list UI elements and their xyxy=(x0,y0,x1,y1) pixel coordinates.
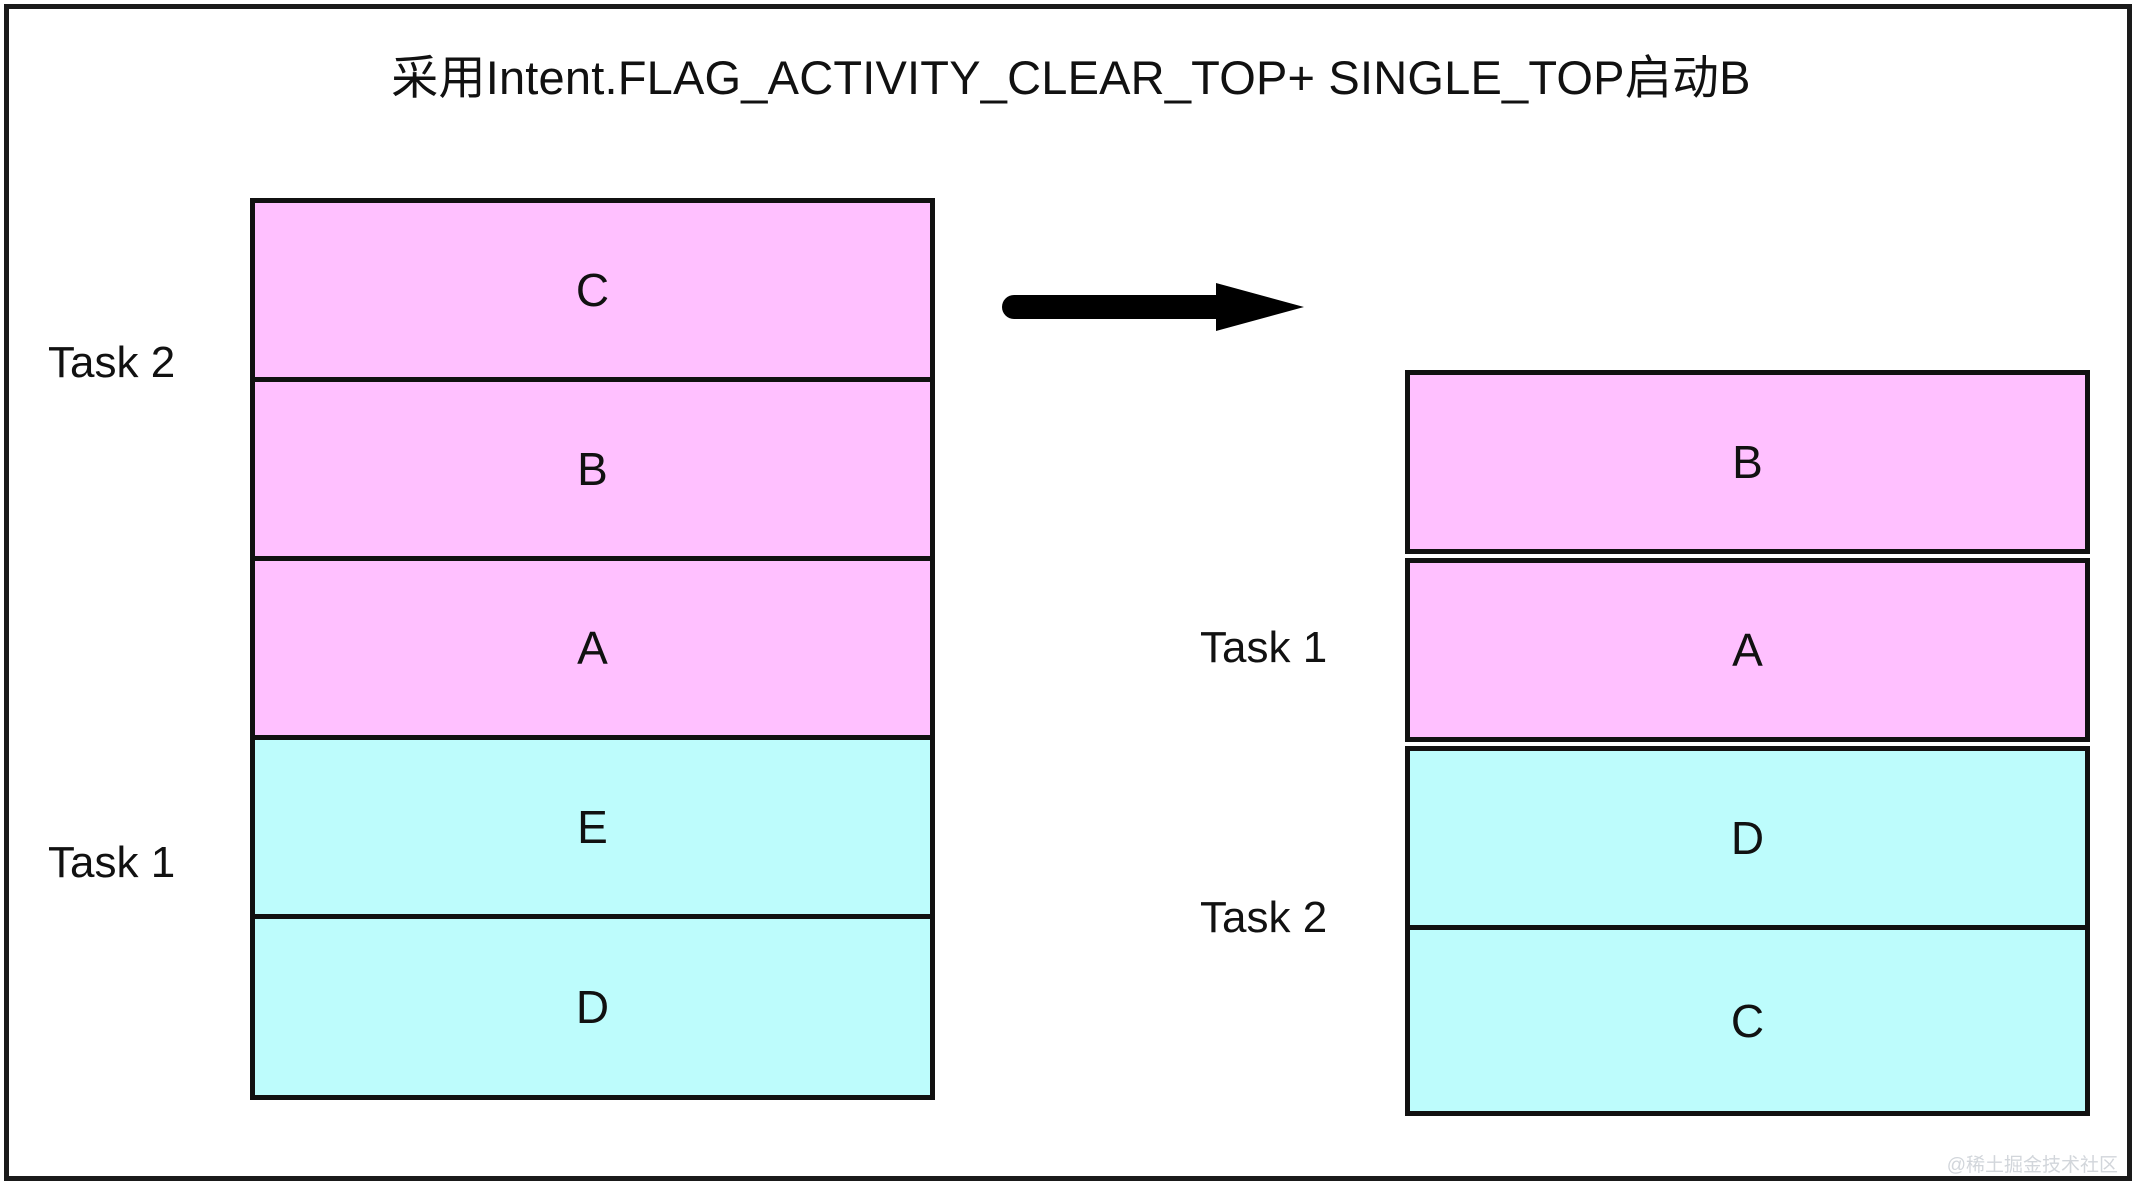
after-cell-c: C xyxy=(1405,925,2090,1116)
transition-arrow-container xyxy=(1000,282,1305,332)
before-state-stack: C B A E D xyxy=(250,198,935,1116)
after-cell-d: D xyxy=(1405,746,2090,930)
before-cell-a: A xyxy=(250,556,935,740)
before-cell-c: C xyxy=(250,198,935,382)
before-cell-d: D xyxy=(250,914,935,1100)
after-task-label-task-2: Task 2 xyxy=(1200,893,1328,942)
after-task-label-task-1: Task 1 xyxy=(1200,623,1328,672)
diagram-title: 采用Intent.FLAG_ACTIVITY_CLEAR_TOP+ SINGLE… xyxy=(391,51,1751,104)
before-task-label-task-2: Task 2 xyxy=(48,338,176,387)
before-cell-e: E xyxy=(250,735,935,919)
after-cell-a: A xyxy=(1405,558,2090,742)
before-task-label-task-1: Task 1 xyxy=(48,838,176,887)
after-cell-b: B xyxy=(1405,370,2090,554)
after-state-stack: B A D C xyxy=(1405,370,2090,1116)
watermark: @稀土掘金技术社区 xyxy=(1946,1155,2118,1176)
right-arrow-icon xyxy=(1002,283,1304,331)
before-cell-b: B xyxy=(250,377,935,561)
